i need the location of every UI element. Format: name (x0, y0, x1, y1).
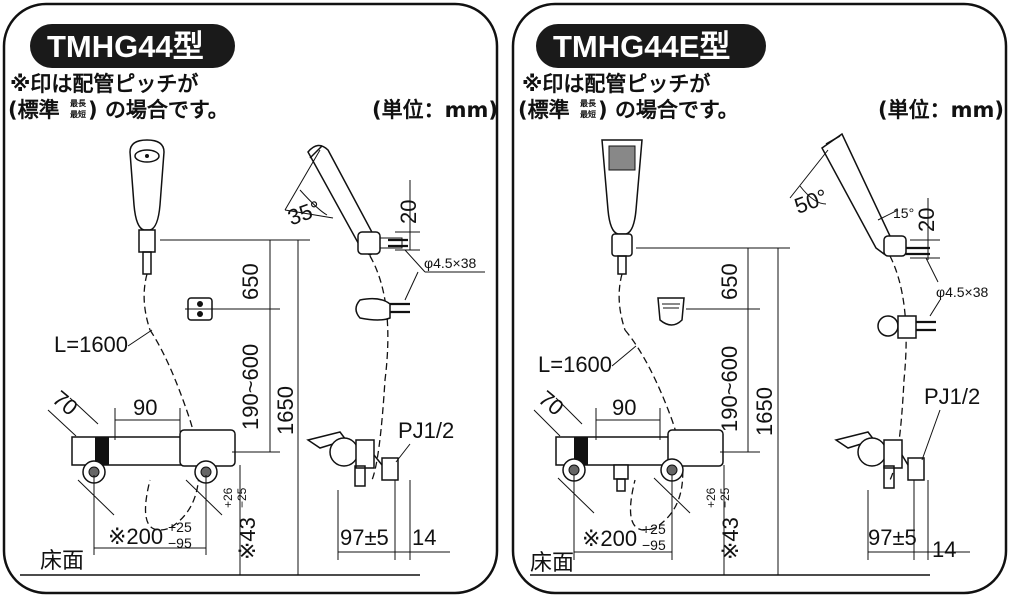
dim-97-right: 97±5 (868, 525, 917, 550)
dim-43-tol-top-right: +26 (704, 487, 718, 508)
mixer-body-front-right (555, 429, 724, 514)
slide-holder-side-left (355, 271, 419, 321)
note-line2b-left: ) の場合です。 (88, 98, 229, 122)
note-line1-right: ※印は配管ピッチが (522, 72, 710, 96)
dim-200-left: ※200 (108, 524, 163, 549)
panel-right-frame (511, 2, 1008, 595)
screw-right: φ4.5×38 (936, 284, 989, 300)
dim-43-tol-bottom-right: −25 (718, 487, 732, 508)
dim-200-right: ※200 (582, 526, 637, 551)
hose-left (144, 329, 200, 531)
slide-holder-front-left (185, 297, 215, 321)
pipe-label-left: PJ1/2 (398, 418, 454, 443)
dim-97-left: 97±5 (340, 525, 389, 550)
note-line2b-right: ) の場合です。 (598, 98, 739, 122)
note-line2a-left: (標準 (8, 98, 60, 122)
mixer-body-side-left (306, 431, 399, 487)
dim-20-right: 20 (914, 208, 939, 232)
note-line2a-right: (標準 (518, 98, 570, 122)
panel-right: TMHG44E型 ※印は配管ピッチが (標準 最長 最短 ) の場合です。 (単… (511, 2, 1008, 595)
model-badge-left (30, 24, 235, 68)
note-sup-bottom-left: 最短 (70, 109, 86, 119)
dim-200-tol-bottom-left: −95 (168, 535, 192, 551)
dim-14-left: 14 (412, 525, 436, 550)
model-badge-right (536, 24, 766, 68)
unit-label-left: (単位：mm) (372, 98, 498, 122)
dim-190-600-left: 190~600 (238, 344, 263, 430)
panel-left-frame (2, 2, 499, 595)
dim-90-right: 90 (612, 395, 636, 420)
note-line1-left: ※印は配管ピッチが (10, 72, 198, 96)
dim-43-left: ※43 (235, 517, 260, 560)
slide-holder-side-right (877, 299, 941, 339)
pipe-label-right: PJ1/2 (924, 384, 980, 409)
dim-1650-left: 1650 (273, 386, 298, 435)
dim-650-left: 650 (238, 263, 263, 300)
dim-43-right: ※43 (718, 517, 743, 560)
model-name-right: TMHG44E型 (553, 29, 730, 64)
floor-label-right: 床面 (530, 550, 574, 575)
dim-200-tol-top-left: +25 (168, 519, 192, 535)
hand-shower-front-left (129, 139, 165, 331)
dim-200-tol-bottom-right: −95 (642, 537, 666, 553)
mixer-body-front-left (71, 429, 236, 516)
dim-200-tol-top-right: +25 (642, 521, 666, 537)
note-sup-top-right: 最長 (580, 98, 597, 108)
hand-shower-side-left (307, 144, 403, 481)
dim-90-left: 90 (133, 395, 157, 420)
model-name-left: TMHG44型 (47, 29, 204, 64)
dim-14-right: 14 (932, 537, 956, 562)
dim-20-left: 20 (396, 200, 421, 224)
dim-43-tol-top-left: +26 (221, 487, 235, 508)
hose-right (624, 329, 684, 531)
angle-small-right: 15° (893, 205, 914, 221)
hose-length-right: L=1600 (538, 352, 612, 377)
note-sup-bottom-right: 最短 (580, 109, 596, 119)
hand-shower-side-right (821, 132, 907, 481)
hose-length-left: L=1600 (54, 332, 128, 357)
slide-holder-front-right (657, 297, 685, 326)
mixer-body-side-right (834, 431, 925, 489)
dim-43-tol-bottom-left: −25 (235, 487, 249, 508)
dim-1650-right: 1650 (752, 387, 777, 436)
floor-label-left: 床面 (40, 548, 84, 573)
dim-190-600-right: 190~600 (717, 346, 742, 432)
hand-shower-front-right (601, 139, 643, 331)
unit-label-right: (単位：mm) (878, 98, 1004, 122)
panel-left: TMHG44型 ※印は配管ピッチが (標準 最長 最短 ) の場合です。 (単位… (2, 2, 499, 595)
dim-650-right: 650 (717, 263, 742, 300)
screw-left: φ4.5×38 (424, 255, 477, 271)
note-sup-top-left: 最長 (70, 98, 87, 108)
